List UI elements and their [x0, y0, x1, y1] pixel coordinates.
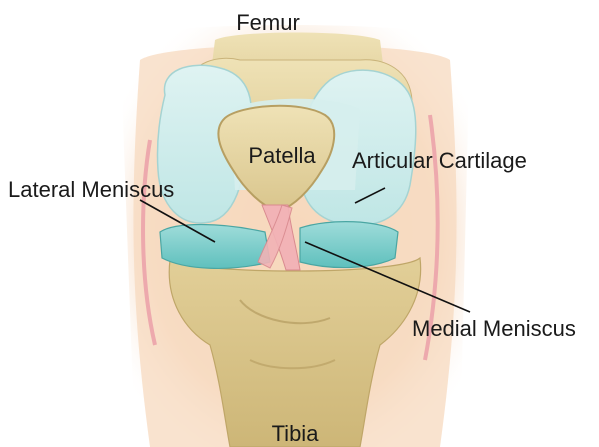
lateral-meniscus-shape [160, 225, 270, 269]
lateral-meniscus-label: Lateral Meniscus [8, 177, 174, 202]
patella-label: Patella [248, 143, 316, 168]
femur-label: Femur [236, 10, 300, 35]
tibia-label: Tibia [272, 421, 320, 446]
medial-meniscus-label: Medial Meniscus [412, 316, 576, 341]
articular-cartilage-label: Articular Cartilage [352, 148, 527, 173]
